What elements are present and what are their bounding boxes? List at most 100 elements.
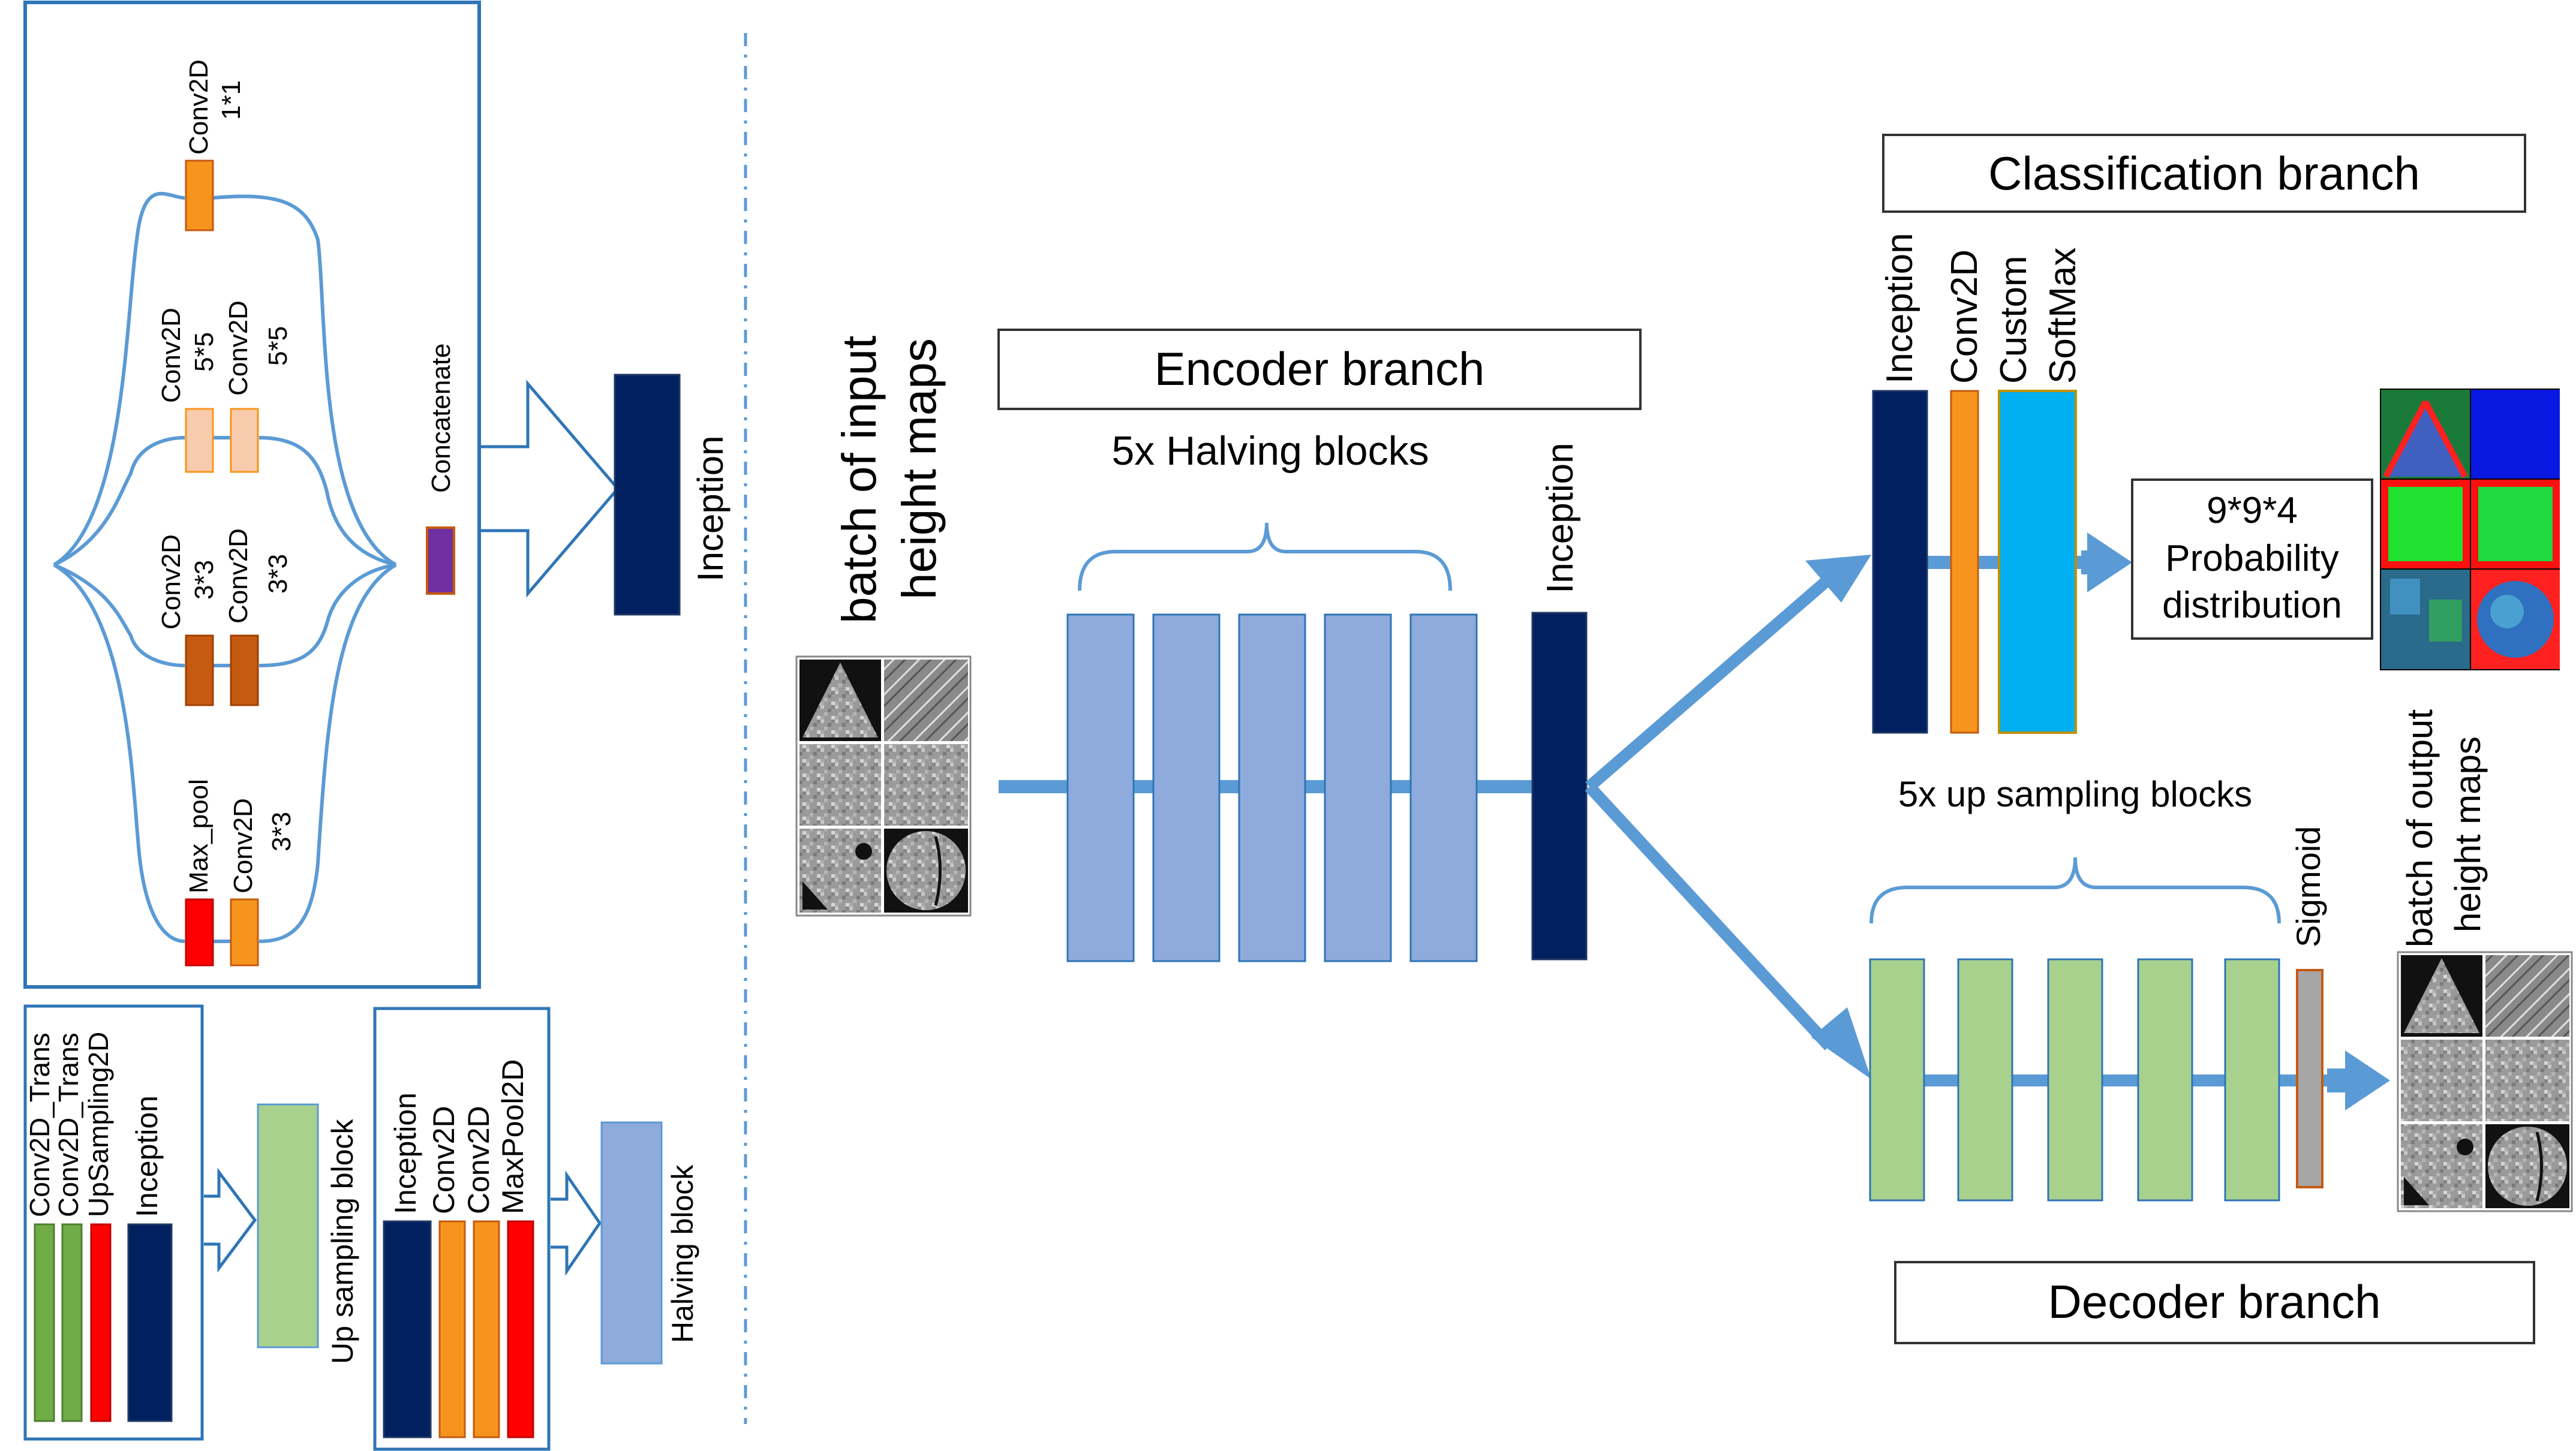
branch-split-arrows [1585, 555, 1871, 1079]
halving-inception-label: Inception [389, 1092, 422, 1214]
decoder-title-box [1894, 1261, 2535, 1344]
cls-inception-label: Inception [1879, 233, 1920, 384]
upsampling-block-output [257, 1103, 319, 1348]
classification-title-box [1882, 134, 2526, 213]
inception-output-label: Inception [690, 435, 731, 582]
input-height-maps [795, 655, 972, 917]
cls-conv2d-block [1950, 390, 1979, 734]
inception-branch-lines [53, 191, 397, 943]
sigmoid-label: Sigmoid [2289, 826, 2327, 947]
encoder-inception-label: Inception [1540, 442, 1581, 594]
halving-conv2d-label-b: Conv2D [462, 1106, 495, 1214]
conv2d-5x5-size-b: 5*5 [263, 326, 293, 366]
halving-block-4 [1324, 613, 1392, 962]
upsampling-block-2 [1957, 958, 2013, 1202]
concatenate-block [426, 526, 455, 595]
cls-custom-label: Custom [1993, 255, 2034, 384]
conv2d-5x5-label-b: Conv2D [224, 300, 253, 396]
upsampling2d-block [90, 1223, 112, 1422]
classification-output-arrow [2081, 532, 2132, 592]
decoder-title: Decoder branch [2048, 1275, 2381, 1328]
conv2d-3x3-label-c: Conv2D [229, 798, 258, 893]
halving-inception-block [383, 1220, 432, 1438]
sigmoid-block [2296, 969, 2323, 1188]
max-pool-block [185, 898, 214, 967]
upsampling-block-3 [2047, 958, 2103, 1202]
maxpool2d-block [507, 1220, 534, 1438]
maxpool2d-label: MaxPool2D [496, 1059, 530, 1214]
upsampling-brace-label: 5x up sampling blocks [1898, 774, 2252, 814]
conv2d-3x3-block-c [230, 898, 259, 967]
inception-output-arrow [480, 380, 620, 598]
upsampling-legend: Conv2D_Trans Conv2D_Trans UpSampling2D I… [23, 1004, 359, 1441]
upsampling-inception-label: Inception [130, 1095, 164, 1217]
halving-conv2d-label-a: Conv2D [427, 1106, 461, 1214]
conv2d-1x1-block [185, 159, 214, 231]
conv2d-3x3-size-b: 3*3 [263, 554, 293, 594]
conv2d-1x1-label: Conv2D [184, 59, 214, 155]
halving-conv2d-block-b [473, 1220, 500, 1438]
conv2d-5x5-size-a: 5*5 [190, 332, 219, 372]
halving-arrow [551, 1170, 602, 1277]
halving-block-2 [1152, 613, 1221, 962]
classification-title: Classification branch [1988, 147, 2420, 200]
halving-block-3 [1238, 613, 1306, 962]
decoder-output-arrow [2327, 1050, 2390, 1110]
upsampling-block-4 [2137, 958, 2193, 1202]
inception-legend-frame [23, 1, 481, 989]
conv2d-3x3-label-b: Conv2D [224, 528, 253, 624]
conv2d-3x3-size-a: 3*3 [190, 560, 219, 600]
input-label-line1: batch of input [832, 336, 886, 624]
output-label-line1: batch of output [2400, 709, 2440, 947]
upsampling-block-5 [2224, 958, 2280, 1202]
input-label-line2: height maps [892, 338, 946, 600]
upsampling-legend-frame [23, 1004, 204, 1441]
probability-box [2131, 478, 2373, 640]
conv2d-trans-block-a [34, 1223, 55, 1422]
cls-softmax-label: SoftMax [2042, 248, 2084, 384]
halving-block-output [600, 1121, 663, 1365]
halving-block-label: Halving block [666, 1164, 699, 1343]
conv2d-5x5-block-a [185, 408, 214, 473]
halving-block-1 [1066, 613, 1135, 962]
halving-legend: Inception Conv2D Conv2D MaxPool2D Halvin… [373, 1007, 699, 1451]
conv2d-3x3-label-a: Conv2D [157, 534, 186, 630]
output-label-line2: height maps [2448, 736, 2488, 932]
upsampling-inception-block [127, 1223, 173, 1422]
conv2d-3x3-size-c: 3*3 [267, 812, 296, 851]
conv2d-1x1-size: 1*1 [217, 80, 246, 120]
upsampling-block-label: Up sampling block [326, 1118, 359, 1364]
max-pool-label: Max_pool [184, 779, 214, 893]
cls-inception-block [1872, 390, 1928, 734]
upsampling-brace [1869, 857, 2281, 924]
conv2d-5x5-block-b [230, 408, 259, 473]
probability-line3: distribution [2162, 585, 2342, 626]
upsampling2d-label: UpSampling2D [83, 1032, 114, 1217]
cls-custom-softmax-block [1998, 390, 2077, 734]
upsampling-arrow [204, 1167, 257, 1273]
conv2d-3x3-block-a [185, 634, 214, 706]
halving-conv2d-block-a [438, 1220, 466, 1438]
concatenate-label: Concatenate [426, 343, 456, 493]
cls-conv2d-label: Conv2D [1944, 249, 1985, 384]
output-height-maps [2397, 951, 2573, 1212]
conv2d-5x5-label-a: Conv2D [157, 308, 186, 403]
halving-brace-label: 5x Halving blocks [1111, 428, 1429, 474]
upsampling-block-1 [1869, 958, 1925, 1202]
probability-line1: 9*9*4 [2207, 490, 2298, 531]
halving-block-5 [1409, 613, 1478, 962]
conv2d-3x3-block-b [230, 634, 259, 706]
conv2d-trans-label-b: Conv2D_Trans [53, 1032, 84, 1217]
conv2d-trans-label-a: Conv2D_Trans [24, 1032, 55, 1217]
probability-map-image [2380, 389, 2560, 670]
halving-brace [1078, 522, 1452, 591]
encoder-title: Encoder branch [1155, 342, 1485, 395]
encoder-inception-block [1531, 612, 1588, 961]
probability-line2: Probability [2165, 538, 2338, 579]
inception-output-block [614, 374, 681, 616]
main-pipeline: batch of input height maps Encoder branc… [795, 134, 2573, 1344]
encoder-title-box [997, 329, 1642, 410]
halving-legend-frame [373, 1007, 551, 1451]
conv2d-trans-block-b [61, 1223, 83, 1422]
